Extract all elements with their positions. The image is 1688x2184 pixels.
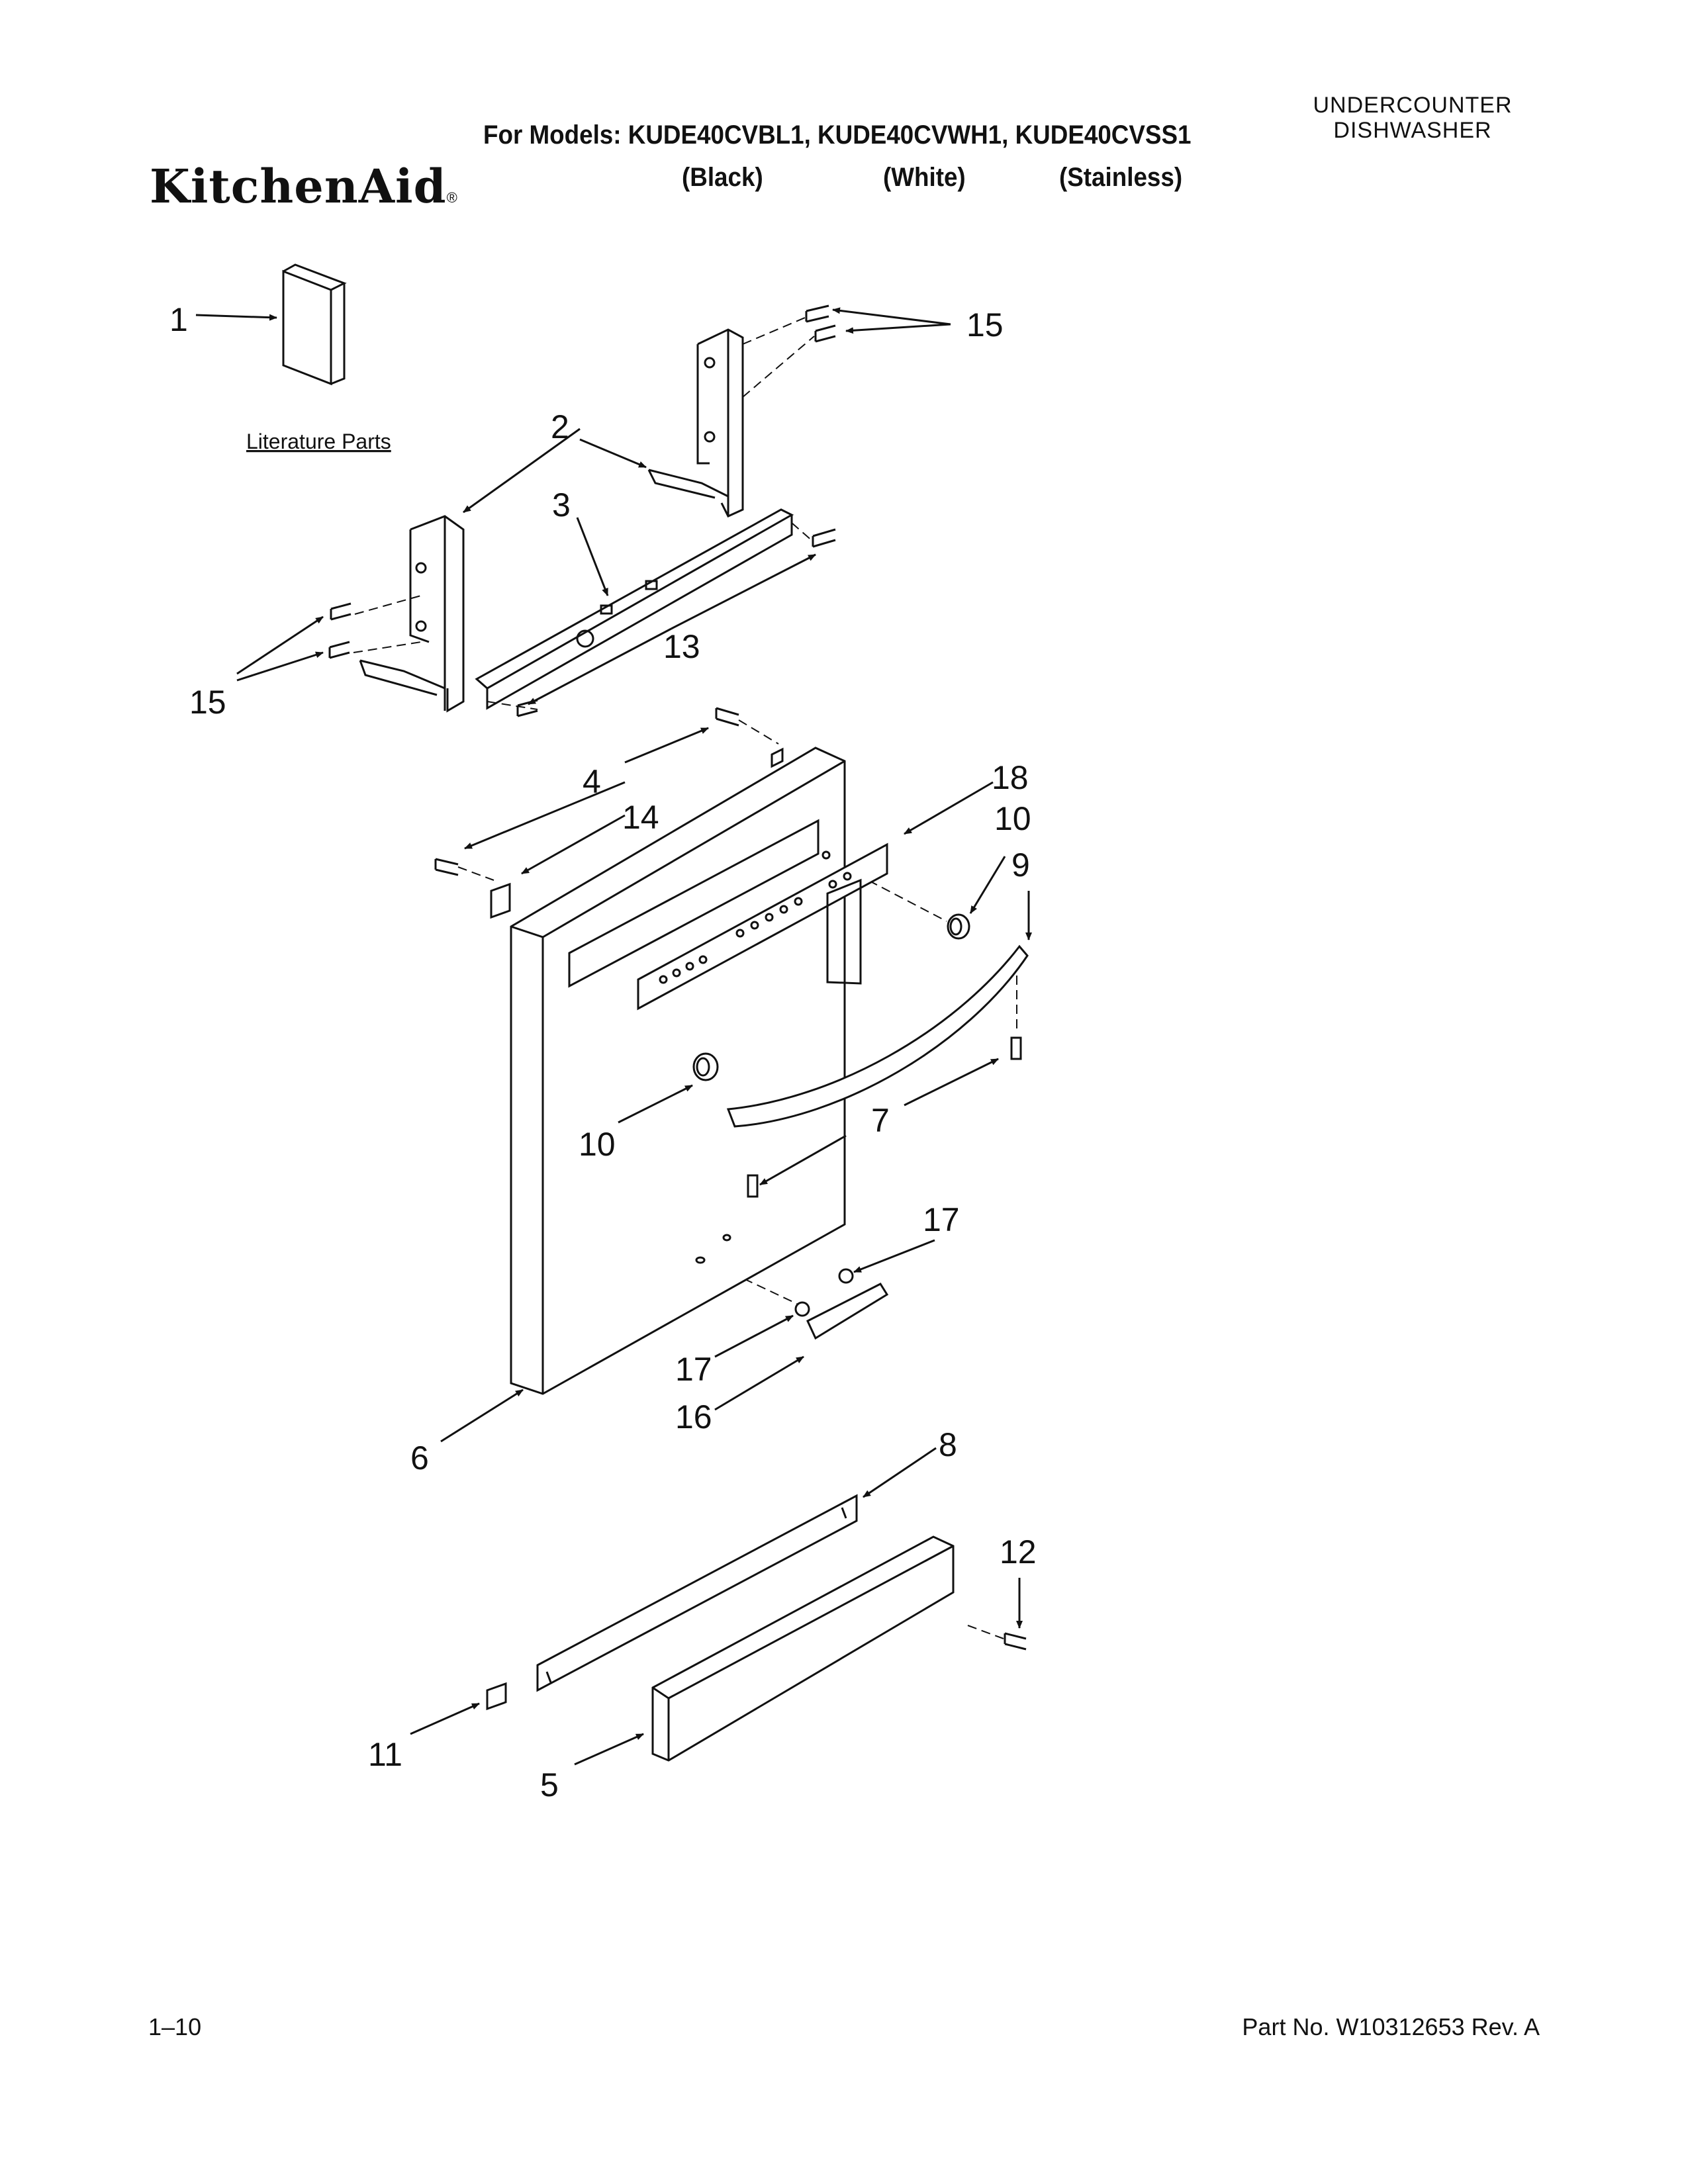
leader-arrows (195, 307, 1032, 1766)
top-channel-bar (475, 508, 794, 710)
callout-6: 6 (410, 1439, 429, 1477)
callout-9: 9 (1011, 846, 1030, 884)
screws (328, 304, 1027, 1651)
product-type-line2: DISHWASHER (1333, 118, 1492, 143)
callout-2: 2 (551, 408, 569, 445)
handle-end-caps (692, 913, 970, 1081)
callout-10-upper: 10 (994, 800, 1031, 837)
product-type-line1: UNDERCOUNTER (1313, 93, 1513, 118)
upper-left-hinge-bracket (359, 515, 465, 713)
door-handle (726, 944, 1029, 1128)
callout-15-upper: 15 (966, 306, 1004, 343)
literature-booklet (282, 263, 347, 386)
callout-15-lower: 15 (189, 684, 226, 721)
page-number: 1–10 (148, 2013, 202, 2040)
models-line: For Models: KUDE40CVBL1, KUDE40CVWH1, KU… (483, 120, 1192, 150)
registered-mark: ® (446, 189, 458, 206)
callout-5: 5 (540, 1766, 559, 1803)
handle-studs (747, 1036, 1022, 1198)
callout-13: 13 (663, 628, 700, 665)
product-type: UNDERCOUNTER DISHWASHER (1280, 93, 1545, 143)
callout-17-upper: 17 (923, 1201, 960, 1238)
brand-name: KitchenAid (150, 159, 447, 214)
callout-18: 18 (992, 759, 1029, 796)
callout-17-lower: 17 (675, 1351, 712, 1388)
color-white-label: (White) (883, 163, 966, 192)
toe-kick-trim-strip (536, 1494, 858, 1692)
toe-panel (651, 1535, 955, 1762)
callout-10-lower: 10 (579, 1126, 616, 1163)
part-number: Part No. W10312653 Rev. A (1242, 2013, 1540, 2040)
literature-parts-label: Literature Parts (246, 430, 391, 453)
upper-right-hinge-bracket (647, 328, 744, 518)
callout-4: 4 (583, 763, 601, 800)
callout-12: 12 (1000, 1533, 1037, 1570)
brand-logo: KitchenAid® (150, 159, 458, 214)
callout-8: 8 (939, 1426, 957, 1463)
callout-3: 3 (552, 486, 571, 523)
callout-16: 16 (675, 1398, 712, 1435)
color-stainless-label: (Stainless) (1059, 163, 1183, 192)
door-panel (490, 747, 846, 1395)
color-black-label: (Black) (682, 163, 763, 192)
callout-1: 1 (169, 301, 188, 338)
trim-clip (486, 1682, 507, 1711)
callout-numbers: 1 2 3 4 5 6 7 8 9 10 10 11 12 13 14 15 1… (169, 301, 1037, 1803)
callout-11: 11 (368, 1736, 402, 1773)
control-console-overlay (637, 842, 888, 1011)
callout-7: 7 (871, 1102, 890, 1139)
callout-14: 14 (622, 799, 659, 836)
badge-and-nuts (695, 1234, 889, 1340)
